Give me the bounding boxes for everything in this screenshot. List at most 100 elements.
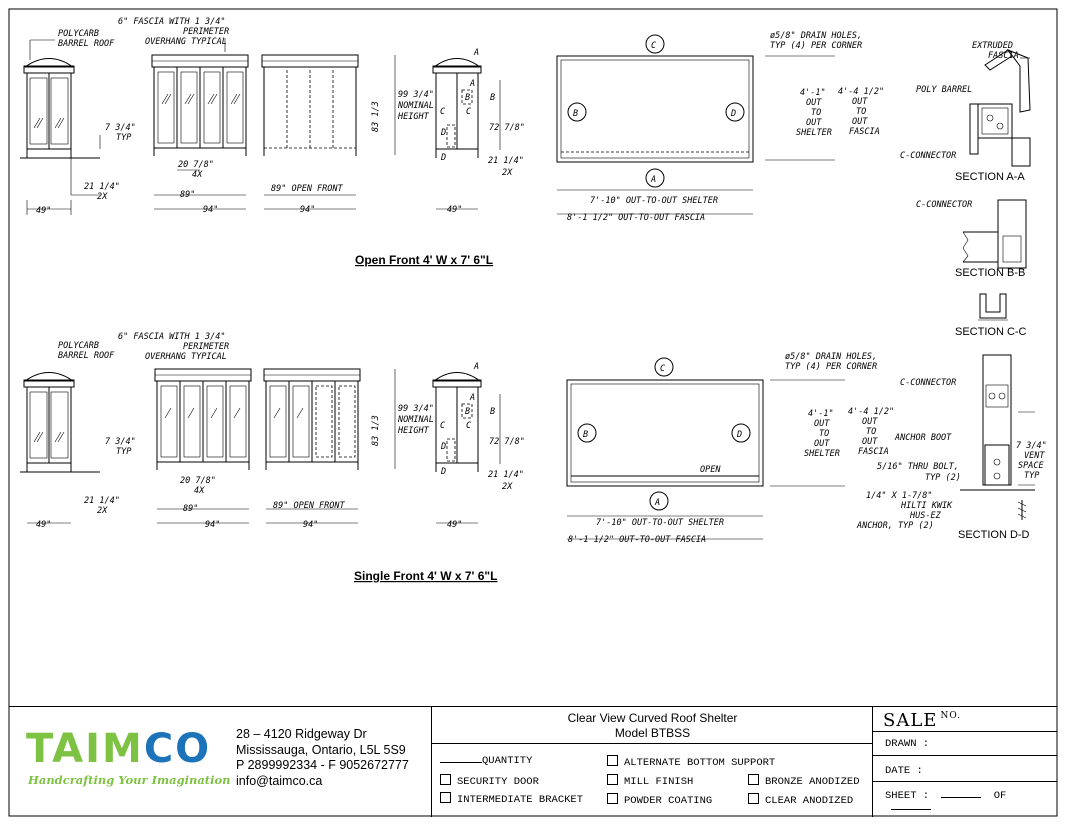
fascia2-3: OVERHANG TYPICAL [145,352,227,362]
plan-letter-top: C [651,41,657,51]
fascia-length: 8'-1 1/2" OUT-TO-OUT FASCIA [567,213,705,223]
end-dim-49: 49" [447,205,462,215]
fascia2-length: 8'-1 1/2" OUT-TO-OUT FASCIA [568,535,706,545]
end2-2114: 21 1/4" [488,470,524,480]
front-dim-89: 89" [180,190,195,200]
product-name: Clear View Curved Roof Shelter Model BTB… [567,711,738,740]
open-front-title: Open Front 4' W x 7' 6"L [355,253,493,267]
plan-letter-left: B [573,109,578,119]
sh2-5: SHELTER [804,449,840,459]
l2-c1: C [440,421,446,431]
quantity-field[interactable]: QUANTITY [440,755,532,767]
nominal2-3: HEIGHT [397,426,430,436]
letter-b1: B [465,93,470,103]
shelter2-length: 7'-10" OUT-TO-OUT SHELTER [596,518,724,528]
dd-bolt-2: TYP (2) [925,473,961,483]
nominal-3: HEIGHT [397,112,430,122]
single-front-section: POLYCARB BARREL ROOF 7 3/4" TYP 21 1/4" … [20,332,894,583]
typ-dim-2: TYP [116,133,131,143]
rear-elevation: 89" OPEN FRONT 94" 99 3/4" NOMINAL HEIGH… [261,54,434,215]
dd-title: SECTION D-D [958,529,1030,541]
front-elevation-2: 6" FASCIA WITH 1 3/4" PERIMETER OVERHANG… [118,332,252,530]
l2-c2: C [466,421,472,431]
option-security-door[interactable]: SECURITY DOOR [440,774,539,788]
front2-94: 94" [205,520,220,530]
fo2-1: 4'-4 1/2" [848,407,894,417]
drain2-2: TYP (4) PER CORNER [785,362,877,372]
sheet-field[interactable]: SHEET : OF [885,790,1057,814]
email-link[interactable]: info@taimco.ca [236,773,323,788]
dim2-8313: 83 1/3 [371,415,381,446]
fo2-4: OUT [862,437,878,447]
nominal-2: NOMINAL [397,101,434,111]
dd-conn: C-CONNECTOR [900,378,956,388]
drawn-field[interactable]: DRAWN : [885,738,930,750]
plan-view: C B D A ø5/8" DRAIN HOLES, TYP (4) PER C… [556,31,884,223]
end-elevation: A A B B C C D D 72 7/8" 21 1/4" 2X 49" [432,48,525,215]
letter-d2: D [440,153,446,163]
front2-89: 89" [183,504,198,514]
option-powder-coating[interactable]: POWDER COATING [607,793,712,807]
rear-dim-94: 94" [300,205,315,215]
sheet-border [8,8,1058,817]
nominal2-1: 99 3/4" [398,404,434,414]
l2-d2: D [440,467,446,477]
fascia-out-5: FASCIA [849,127,880,137]
p2-bottom: A [654,498,660,508]
plan-letter-bottom: A [650,175,656,185]
option-alternate-bottom[interactable]: ALTERNATE BOTTOM SUPPORT [607,755,775,769]
side-dim-2x: 2X [97,192,108,202]
fascia-out-2: OUT [852,97,868,107]
side-elevation: POLYCARB BARREL ROOF 7 3/4" TYP 21 1/4" … [20,29,136,216]
dd-vent-4: TYP [1024,471,1039,481]
option-bronze-anodized[interactable]: BRONZE ANODIZED [748,774,860,788]
nominal2-2: NOMINAL [397,415,434,425]
section-d-d: C-CONNECTOR ANCHOR BOOT 5/16" THRU BOLT,… [856,354,1047,541]
typ-dim-1: 7 3/4" [105,123,136,133]
end-dim-2x: 2X [502,168,513,178]
drain-1: ø5/8" DRAIN HOLES, [770,31,862,41]
end2-7278: 72 7/8" [489,437,525,447]
typ2-1: 7 3/4" [105,437,136,447]
letter-d1: D [440,128,446,138]
sh2-4: OUT [814,439,830,449]
aa-extruded-1: EXTRUDED [972,41,1013,51]
sh2-2: OUT [814,419,830,429]
fascia-out-3: TO [856,107,866,117]
taimco-logo: TAIMCO [26,726,212,772]
aa-title: SECTION A-A [955,171,1025,183]
drain2-1: ø5/8" DRAIN HOLES, [785,352,877,362]
side2-49: 49" [36,520,51,530]
dd-anchor-2: HILTI KWIK [900,501,953,511]
drain-2: TYP (4) PER CORNER [770,41,862,51]
front-elevation: 6" FASCIA WITH 1 3/4" PERIMETER OVERHANG… [118,17,249,215]
dd-anchor-4: ANCHOR, TYP (2) [856,521,934,531]
end-dim-7278: 72 7/8" [489,123,525,133]
front-dim-94: 94" [203,205,218,215]
fo2-5: FASCIA [858,447,889,457]
shelter-4: OUT [806,118,822,128]
option-mill-finish[interactable]: MILL FINISH [607,774,693,788]
fo2-3: TO [866,427,876,437]
company-cell: TAIMCO Handcrafting Your Imagination 28 … [9,707,432,817]
letter-a1: A [473,48,479,58]
slogan: Handcrafting Your Imagination [28,773,231,787]
polycarb-label-2: BARREL ROOF [58,39,115,49]
option-clear-anodized[interactable]: CLEAR ANODIZED [748,793,853,807]
letter-a2: A [469,79,475,89]
section-a-a: EXTRUDED FASCIA POLY BARREL C-CONNECTOR … [900,41,1031,183]
dim-8313: 83 1/3 [371,101,381,132]
section-b-b: C-CONNECTOR SECTION B-B [916,199,1027,279]
bb-conn: C-CONNECTOR [916,200,972,210]
dd-anchor-1: 1/4" X 1-7/8" [866,491,933,501]
fascia-out-4: OUT [852,117,868,127]
rear2-open: 89" OPEN FRONT [273,501,346,511]
date-field[interactable]: DATE : [885,765,923,777]
p2-top: C [660,364,666,374]
l2-a1: A [473,362,479,372]
letter-c1: C [440,107,446,117]
bb-title: SECTION B-B [955,267,1025,279]
option-intermediate-bracket[interactable]: INTERMEDIATE BRACKET [440,792,583,806]
